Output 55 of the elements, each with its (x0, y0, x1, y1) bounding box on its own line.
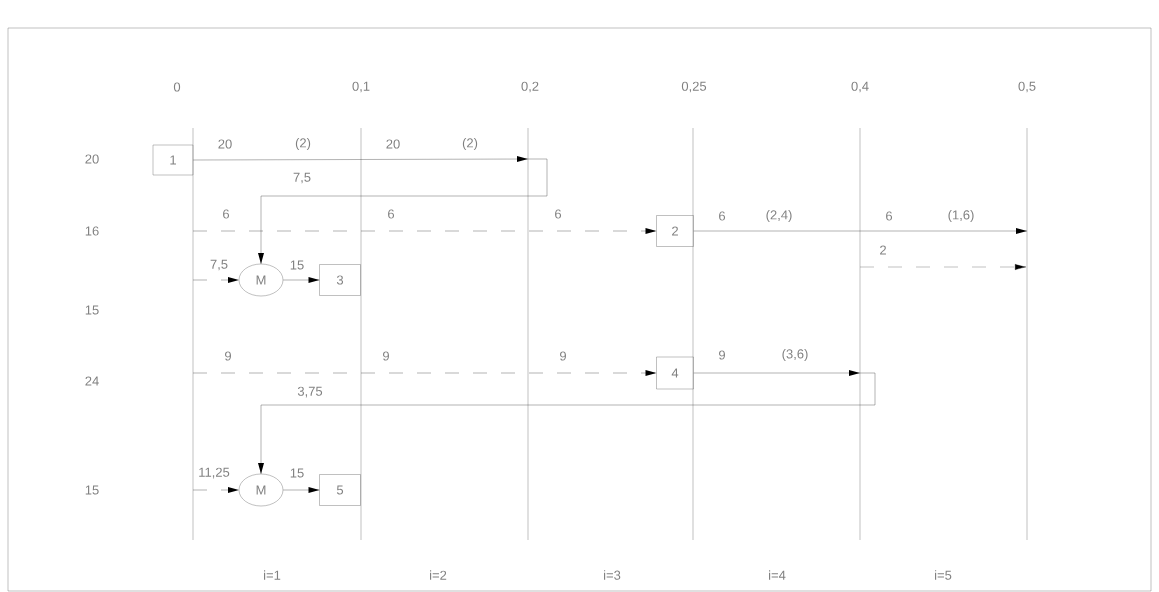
flow-label: 20 (386, 139, 400, 149)
arrow (258, 372, 876, 474)
axis-label: 0,1 (352, 81, 370, 93)
flow-label: 6 (719, 211, 726, 221)
interval-label: i=3 (604, 570, 621, 580)
edge-label: 15 (288, 259, 306, 271)
axis-label: 0,2 (521, 81, 539, 93)
flow-label: 6 (223, 209, 230, 219)
flow-label: (1,6) (948, 209, 974, 223)
unit-box: 1 (152, 144, 194, 176)
flow-label: (2) (295, 137, 311, 151)
interval-label: i=2 (430, 570, 447, 580)
unit-box: 5 (319, 474, 361, 506)
unit-box: 2 (656, 215, 694, 247)
flow-label: 9 (383, 351, 389, 361)
flow-label: 9 (719, 350, 725, 360)
axis-label: 0,4 (851, 81, 869, 93)
arrow (258, 158, 548, 264)
unit-box: 4 (656, 356, 694, 390)
arrow (283, 487, 320, 493)
edge-label: 7,5 (208, 258, 230, 272)
edge-label: 11,25 (197, 466, 231, 480)
flow-label: 6 (886, 211, 893, 221)
axis-label: 0,5 (1018, 81, 1036, 93)
unit-box: 3 (319, 264, 361, 296)
flow-label: 9 (225, 351, 231, 361)
row-label: 15 (85, 305, 99, 315)
arrow (283, 277, 320, 283)
flow-label: (3,6) (782, 348, 808, 362)
flow-label: 6 (555, 209, 562, 219)
arrow (192, 277, 239, 283)
flow-label: (2,4) (766, 209, 792, 223)
row-label: 24 (85, 376, 99, 386)
interval-label: i=1 (264, 570, 281, 580)
axis-label: 0,25 (681, 81, 707, 93)
arrow (192, 228, 657, 234)
row-label: 16 (85, 226, 99, 236)
edge-label: 7,5 (291, 171, 313, 185)
arrow (192, 487, 239, 493)
flow-label: 9 (560, 351, 566, 361)
flow-label: 2 (880, 245, 886, 255)
edge-label: 15 (288, 467, 306, 479)
arrow (693, 228, 1028, 234)
row-label: 20 (85, 154, 99, 164)
axis-label: 0 (173, 82, 181, 92)
arrow (193, 156, 529, 163)
arrow (192, 370, 657, 376)
flow-label: (2) (462, 137, 478, 151)
interval-label: i=4 (769, 570, 786, 580)
flow-label: 20 (218, 139, 232, 149)
interval-label: i=5 (935, 570, 952, 580)
edge-label: 3,75 (296, 385, 324, 399)
flow-label: 6 (388, 209, 395, 219)
arrow (693, 370, 861, 376)
row-label: 15 (85, 485, 99, 495)
